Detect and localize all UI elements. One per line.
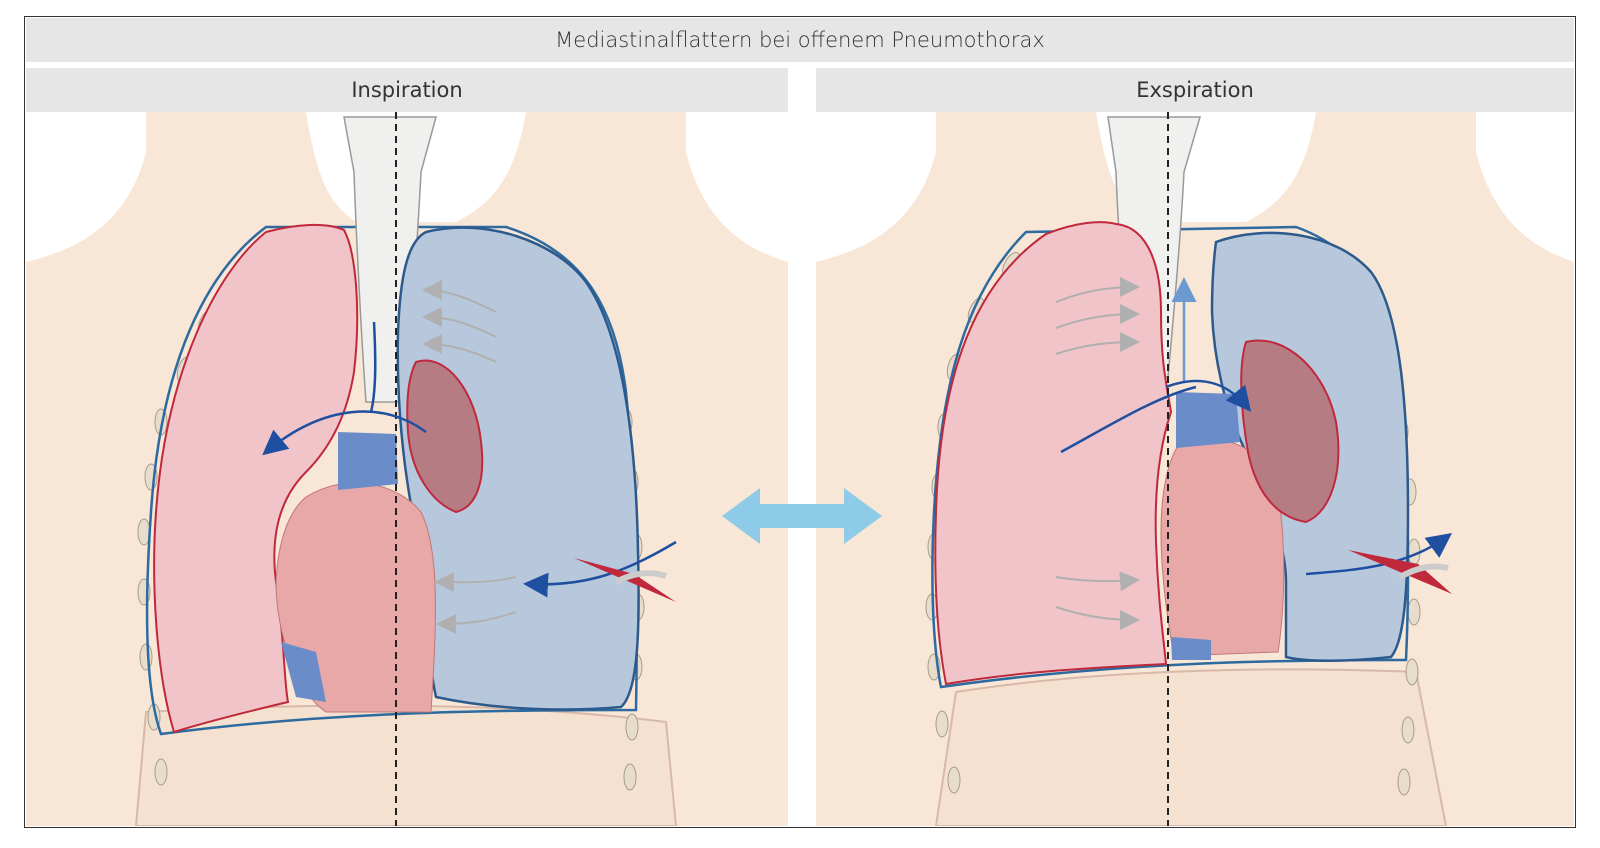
- panel-title-exspiration: Exspiration: [816, 68, 1574, 112]
- panel-exspiration: [816, 112, 1574, 826]
- airflow-arrow-trachea: [369, 321, 377, 413]
- panel-inspiration: [26, 112, 788, 826]
- panel-title-inspiration: Inspiration: [26, 68, 788, 112]
- right-lung-healthy: [934, 221, 1173, 686]
- chest-wound: [574, 558, 676, 602]
- collapsed-lung-tissue: [1240, 339, 1340, 524]
- vena-cava: [1171, 637, 1211, 660]
- figure-title: Mediastinalflattern bei offenem Pneumoth…: [26, 18, 1574, 62]
- bidirectional-arrow: [722, 488, 882, 544]
- chest-wound: [1348, 550, 1452, 594]
- mediastinal-shift-arrows: [1055, 277, 1140, 630]
- airflow-arrow-out-chest-wound: [1305, 533, 1453, 576]
- airflow-arrow-to-right-lung: [262, 410, 427, 456]
- vena-cava: [281, 642, 326, 702]
- diaphragm: [134, 704, 678, 826]
- pleura-outline: [145, 225, 638, 736]
- airflow-arrow-chest-wound: [523, 540, 677, 598]
- great-vessels: [338, 432, 398, 490]
- diaphragm: [934, 668, 1448, 826]
- mediastinal-shift-arrows: [422, 280, 517, 634]
- great-vessels: [1176, 392, 1240, 448]
- airflow-arrow-into-collapsed-lung: [1165, 379, 1252, 412]
- airflow-arrow-from-right-lung: [1060, 385, 1197, 454]
- collapsed-lung-tissue: [406, 359, 484, 514]
- exspiration-illustration: [816, 112, 1574, 826]
- inspiration-illustration: [26, 112, 788, 826]
